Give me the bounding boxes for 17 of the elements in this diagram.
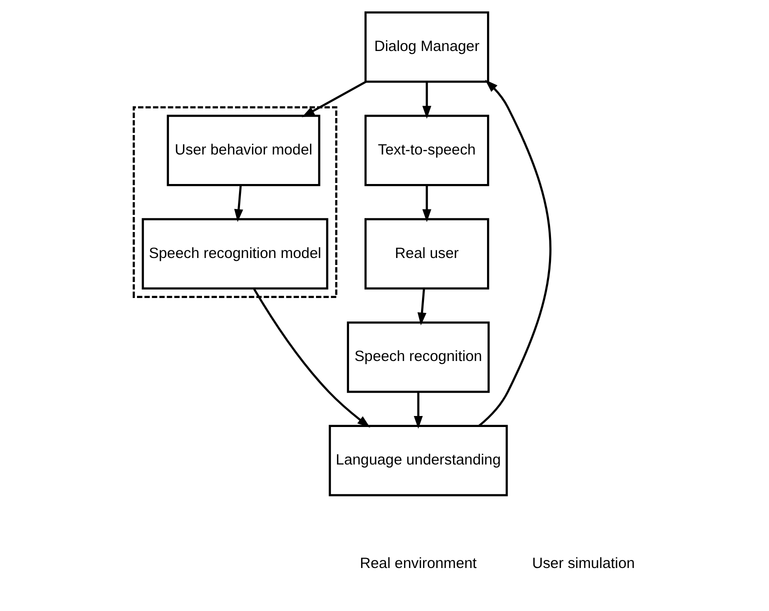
label: User simulation bbox=[532, 556, 634, 572]
node-box: User behavior model bbox=[166, 114, 320, 186]
arrow bbox=[478, 80, 551, 427]
label: Real environment bbox=[359, 556, 476, 572]
arrow bbox=[252, 288, 370, 428]
arrow bbox=[422, 82, 431, 119]
arrow bbox=[422, 185, 431, 222]
node-box: Dialog Manager bbox=[364, 11, 489, 83]
arrow bbox=[413, 392, 422, 429]
arrow bbox=[416, 288, 426, 326]
arrow bbox=[301, 80, 366, 118]
node-box: Language understanding bbox=[328, 424, 508, 496]
node-box: Real user bbox=[364, 218, 489, 290]
arrow bbox=[234, 185, 243, 222]
node-box: Text-to-speech bbox=[364, 114, 489, 186]
node-box: Speech recognition bbox=[346, 321, 490, 393]
node-box: Speech recognition model bbox=[141, 218, 328, 290]
